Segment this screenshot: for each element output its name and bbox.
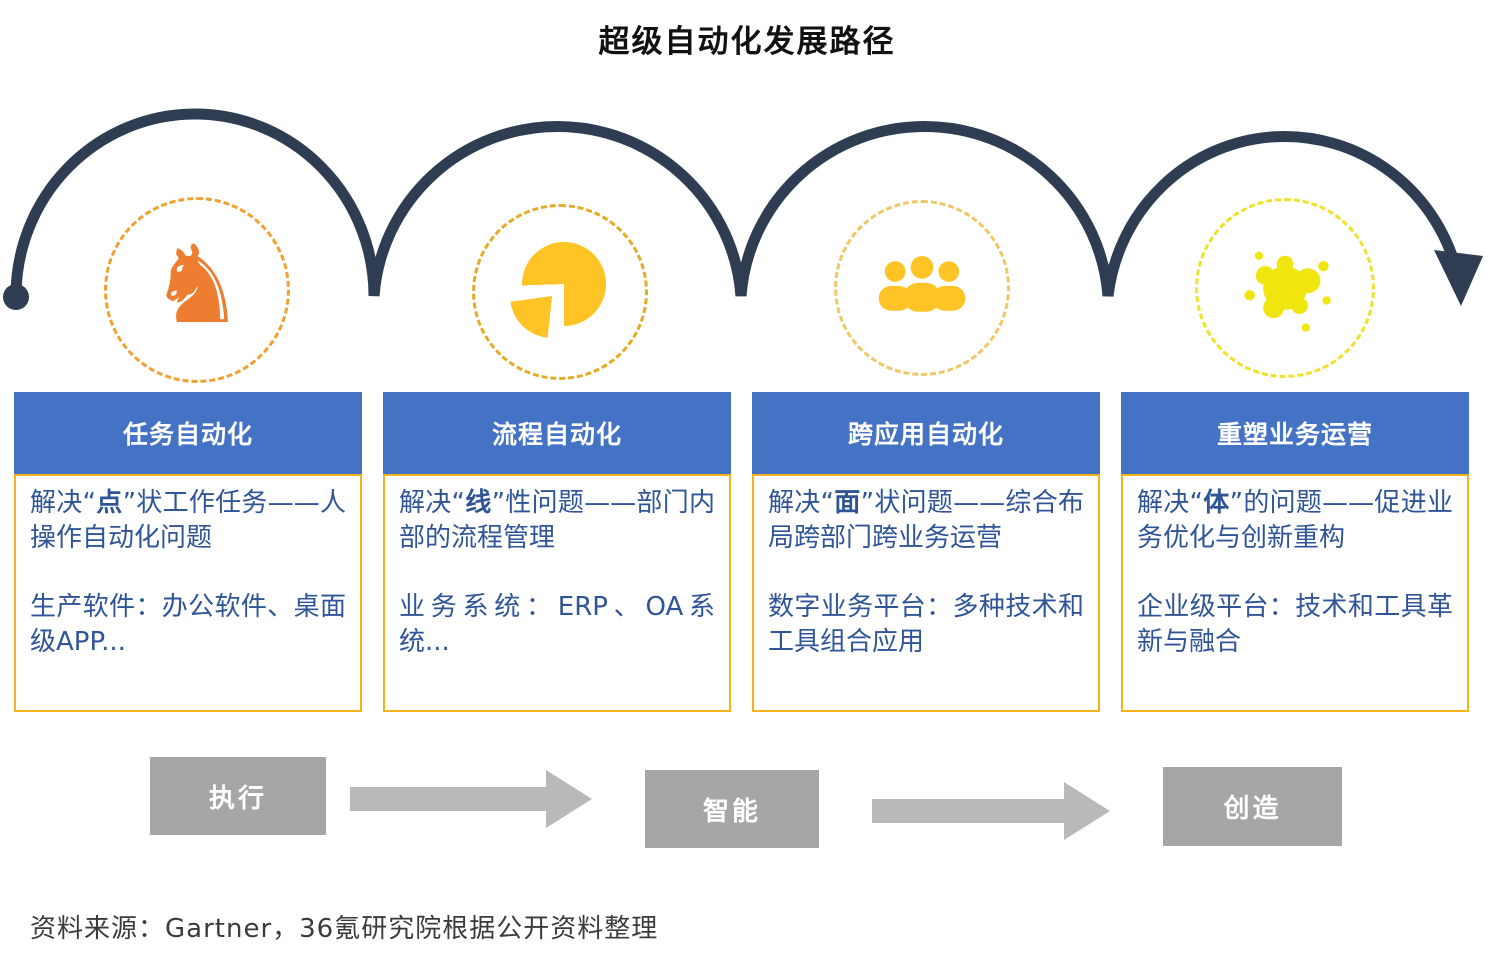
pie-chart-icon — [510, 242, 610, 342]
knight-icon: ♞ — [148, 223, 246, 348]
stage-card-body: 解决“点”状工作任务——人操作自动化问题 生产软件：办公软件、桌面级APP... — [14, 474, 362, 712]
stage-examples: 数字业务平台：多种技术和工具组合应用 — [768, 592, 1084, 658]
stage-card-process-automation: 流程自动化 解决“线”性问题——部门内部的流程管理 业务系统：ERP、OA系统.… — [383, 392, 731, 712]
arc-curve — [10, 108, 1464, 302]
stage-3-circle — [834, 200, 1010, 376]
stage-card-task-automation: 任务自动化 解决“点”状工作任务——人操作自动化问题 生产软件：办公软件、桌面级… — [14, 392, 362, 712]
description-key-term: 点 — [96, 488, 123, 518]
stage-card-header: 跨应用自动化 — [752, 392, 1100, 474]
flow-step-create: 创造 — [1163, 767, 1342, 846]
page-title: 超级自动化发展路径 — [598, 24, 896, 60]
description-text: ”状工作任务——人操作自动化问题 — [30, 488, 346, 554]
paint-splash-icon — [1244, 251, 1331, 332]
pie-detached-slice — [510, 254, 594, 338]
stage-examples: 企业级平台：技术和工具革新与融合 — [1137, 592, 1453, 658]
people-group-icon — [878, 256, 966, 312]
stage-card-reshape-business: 重塑业务运营 解决“体”的问题——促进业务优化与创新重构 企业级平台：技术和工具… — [1121, 392, 1469, 712]
stage-card-body: 解决“线”性问题——部门内部的流程管理 业务系统：ERP、OA系统... — [383, 474, 731, 712]
description-text: 解决“ — [1137, 488, 1204, 518]
stage-card-header: 任务自动化 — [14, 392, 362, 474]
source-note: 资料来源：Gartner，36氪研究院根据公开资料整理 — [30, 914, 659, 944]
arc-path-graphic — [3, 108, 1483, 310]
flow-arrow-icon — [350, 770, 592, 828]
stage-examples: 生产软件：办公软件、桌面级APP... — [30, 592, 346, 658]
description-key-term: 体 — [1203, 488, 1230, 518]
stage-description: 解决“面”状问题——综合布局跨部门跨业务运营 — [768, 486, 1084, 556]
stage-card-body: 解决“体”的问题——促进业务优化与创新重构 企业级平台：技术和工具革新与融合 — [1121, 474, 1469, 712]
stage-examples: 业务系统：ERP、OA系统... — [399, 592, 715, 658]
stage-1-circle: ♞ — [104, 197, 290, 383]
arrowhead-icon — [1434, 250, 1483, 306]
flow-step-execute: 执行 — [150, 757, 326, 835]
description-text: 解决“ — [30, 488, 97, 518]
description-text: ”状问题——综合布局跨部门跨业务运营 — [768, 488, 1084, 554]
description-key-term: 面 — [834, 488, 861, 518]
stage-2-circle — [472, 204, 648, 380]
description-text: ”性问题——部门内部的流程管理 — [399, 488, 715, 554]
description-text: 解决“ — [399, 488, 466, 518]
description-key-term: 线 — [465, 488, 492, 518]
stage-4-circle — [1195, 198, 1375, 378]
stage-description: 解决“线”性问题——部门内部的流程管理 — [399, 486, 715, 556]
description-text: ”的问题——促进业务优化与创新重构 — [1137, 488, 1453, 554]
description-text: 解决“ — [768, 488, 835, 518]
stage-card-cross-app-automation: 跨应用自动化 解决“面”状问题——综合布局跨部门跨业务运营 数字业务平台：多种技… — [752, 392, 1100, 712]
stage-card-header: 流程自动化 — [383, 392, 731, 474]
flow-step-intelligence: 智能 — [645, 770, 819, 848]
stage-description: 解决“体”的问题——促进业务优化与创新重构 — [1137, 486, 1453, 556]
stage-description: 解决“点”状工作任务——人操作自动化问题 — [30, 486, 346, 556]
stage-card-header: 重塑业务运营 — [1121, 392, 1469, 474]
flow-arrow-icon — [872, 782, 1110, 840]
stage-card-body: 解决“面”状问题——综合布局跨部门跨业务运营 数字业务平台：多种技术和工具组合应… — [752, 474, 1100, 712]
